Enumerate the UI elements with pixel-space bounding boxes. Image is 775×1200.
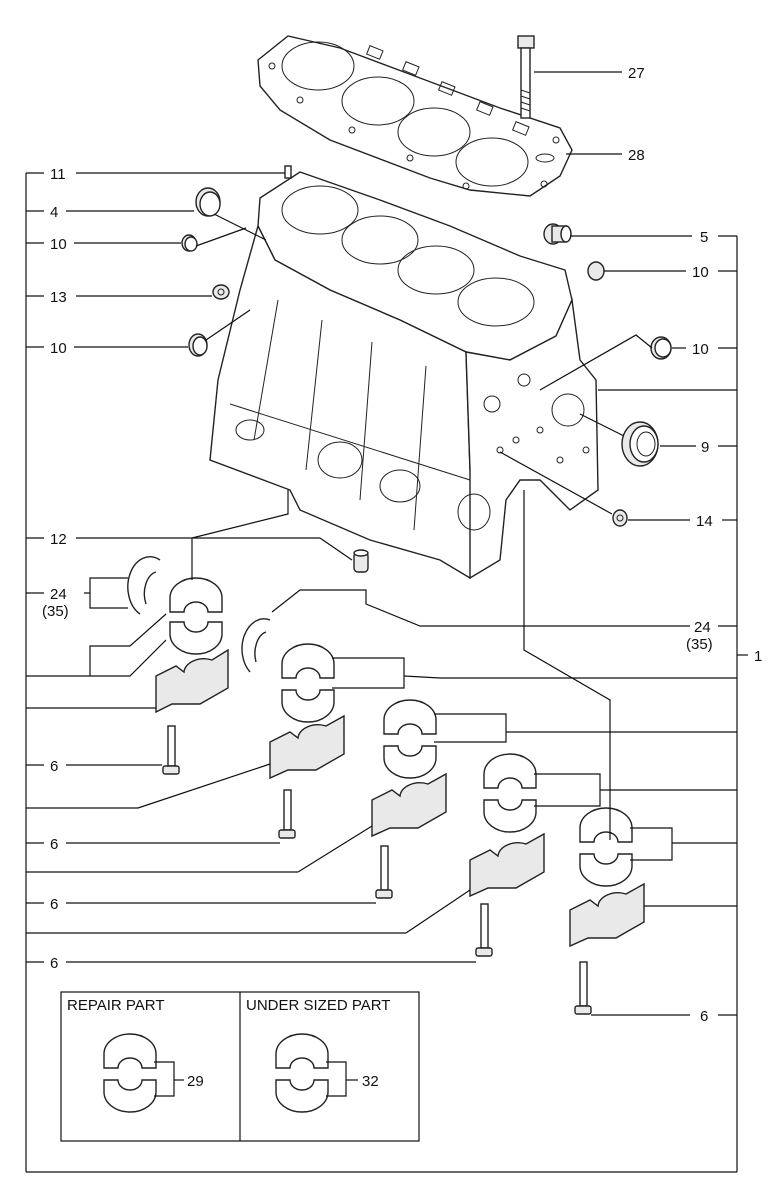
- bearing-shells: [169, 577, 633, 887]
- bearing-shell-pair-3: [383, 699, 437, 779]
- plug-12-part: [353, 549, 369, 573]
- thrust-washer-left-part: [127, 556, 161, 615]
- bearing-shell-pair-5: [579, 807, 633, 887]
- callout-10-left-top: 10: [50, 236, 67, 253]
- leader-lines: [26, 71, 748, 1016]
- plug-5-part: [543, 223, 572, 245]
- callout-28: 28: [628, 147, 645, 164]
- thrust-washer-right-part: [241, 618, 271, 673]
- callout-6-b: 6: [50, 836, 58, 853]
- callout-13: 13: [50, 289, 67, 306]
- callout-4: 4: [50, 204, 58, 221]
- expansion-plug-small-part-3: [587, 261, 605, 281]
- bearing-cap-4: [469, 832, 545, 898]
- bearing-shell-pair-2: [281, 643, 335, 723]
- repair-part-title: REPAIR PART: [67, 997, 165, 1014]
- expansion-plug-small-part-4: [650, 336, 672, 360]
- callout-24-right: 24: [694, 619, 711, 636]
- bearing-cap-2: [269, 714, 345, 780]
- callout-10-left-mid: 10: [50, 340, 67, 357]
- callout-35-right: (35): [686, 636, 713, 653]
- callout-14: 14: [696, 513, 713, 530]
- parts-inset-box: REPAIR PART UNDER SIZED PART 29 32: [60, 991, 420, 1142]
- main-bolt-4: [475, 903, 493, 957]
- main-bolt-2: [278, 789, 296, 839]
- callout-5: 5: [700, 229, 708, 246]
- expansion-plug-small-part-2: [188, 333, 208, 357]
- callout-6-c: 6: [50, 896, 58, 913]
- bearing-shell-pair-4: [483, 753, 537, 833]
- cylinder-block-part: [209, 171, 599, 580]
- callout-29: 29: [187, 1073, 204, 1090]
- undersized-bearing-shell-pair: [275, 1033, 358, 1113]
- main-bolt-3: [375, 845, 393, 899]
- main-bearing-bolts: [162, 725, 592, 1015]
- callout-6-d: 6: [50, 955, 58, 972]
- dowel-pin-part: [284, 165, 292, 179]
- callout-9: 9: [701, 439, 709, 456]
- head-bolt-part: [517, 35, 535, 119]
- bearing-cap-1: [155, 648, 229, 714]
- callout-10-right-top: 10: [692, 264, 709, 281]
- frame-lines: [25, 173, 738, 1173]
- bearing-cap-3: [371, 772, 447, 838]
- expansion-plug-large-part: [195, 187, 221, 217]
- head-gasket-part: [257, 35, 573, 197]
- bearing-caps: [155, 648, 645, 948]
- callout-6-a: 6: [50, 758, 58, 775]
- callout-32: 32: [362, 1073, 379, 1090]
- callout-1: 1: [754, 648, 762, 665]
- main-bolt-5: [574, 961, 592, 1015]
- callout-labels: 27 28 11 4 10 13 10 5 10 10 9 14 12 24 (…: [42, 65, 762, 1025]
- oil-seal-part: [621, 421, 659, 467]
- callout-35-left: (35): [42, 603, 69, 620]
- plug-14-part: [612, 509, 628, 527]
- callout-6-e: 6: [700, 1008, 708, 1025]
- repair-bearing-shell-pair: [103, 1033, 184, 1113]
- callout-11: 11: [50, 166, 66, 183]
- callout-12: 12: [50, 531, 67, 548]
- callout-27: 27: [628, 65, 645, 82]
- bearing-cap-5: [569, 882, 645, 948]
- bearing-shell-pair-1: [169, 577, 223, 655]
- plug-13-part: [212, 284, 230, 300]
- under-sized-part-title: UNDER SIZED PART: [246, 997, 390, 1014]
- callout-24-left: 24: [50, 586, 67, 603]
- expansion-plug-small-part-1: [181, 234, 198, 252]
- callout-10-right-mid: 10: [692, 341, 709, 358]
- main-bolt-1: [162, 725, 180, 775]
